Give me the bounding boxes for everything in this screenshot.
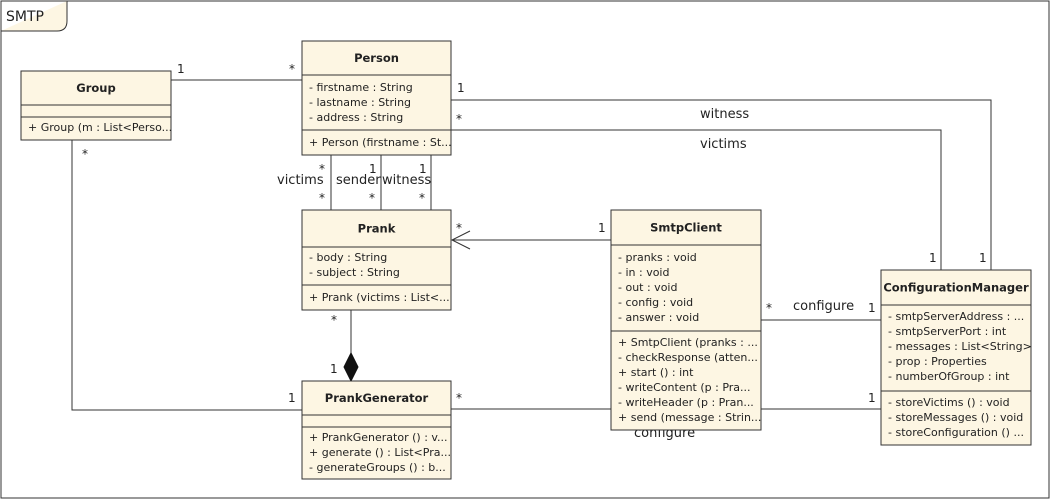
mult-victims-cm: 1 [929,251,937,265]
mult-prank-prankgen-prankgen: 1 [330,362,338,376]
class-configurationmanager-attribute: - prop : Properties [888,355,987,368]
class-prank-name: Prank [358,222,396,236]
assoc-person-victims-cm [451,129,942,270]
class-group[interactable]: Group + Group (m : List<Perso... [20,70,172,141]
class-smtpclient-operation: - writeHeader (p : Pran... [618,396,754,409]
class-prankgenerator-operation: + generate () : List<Pra... [309,446,451,459]
class-configurationmanager-attribute: - messages : List<String> [888,340,1032,353]
class-smtpclient-operation: - writeContent (p : Pra... [618,381,751,394]
class-configurationmanager-attribute: - smtpServerPort : int [888,325,1007,338]
class-smtpclient-operation: + SmtpClient (pranks : ... [618,336,758,349]
mult-prankgen-cm-cm: 1 [868,391,876,405]
frame-label: SMTP [6,9,44,25]
label-witness-prank: witness [382,173,431,188]
class-person-box [301,40,452,156]
mult-smtp-prank-prank: * [456,221,462,235]
mult-smtp-cm-smtp: * [766,301,772,315]
class-configurationmanager[interactable]: ConfigurationManager - smtpServerAddress … [880,269,1032,446]
mult-witness-cm: 1 [979,251,987,265]
class-boxes: Person - firstname : String - lastname : S… [20,40,1032,480]
class-prankgenerator-operation: + PrankGenerator () : v... [309,431,448,444]
class-prank-attribute: - body : String [309,251,387,264]
class-configurationmanager-operation: - storeConfiguration () ... [888,426,1024,439]
class-smtpclient-operation: + send (message : Strin... [618,411,761,424]
class-person-attribute: - firstname : String [309,81,413,94]
mult-sender-person: 1 [369,162,377,176]
mult-witness-person: 1 [457,81,465,95]
mult-group-person-group: 1 [177,62,185,76]
class-smtpclient-attribute: - out : void [618,281,677,294]
label-victims-cm: victims [700,137,747,152]
mult-prank-prankgen-prank: * [331,313,337,327]
class-configurationmanager-operation: - storeVictims () : void [888,396,1010,409]
mult-victims-person: * [456,112,462,126]
class-prank-attribute: - subject : String [309,266,400,279]
mult-witness-prank-person: 1 [419,162,427,176]
class-configurationmanager-attribute: - numberOfGroup : int [888,370,1010,383]
class-person-name: Person [354,51,399,65]
class-group-operation: + Group (m : List<Perso... [28,121,172,134]
class-smtpclient-attribute: - config : void [618,296,693,309]
class-prankgenerator-operation: - generateGroups () : b... [309,461,446,474]
class-smtpclient[interactable]: SmtpClient - pranks : void - in : void - ou… [610,209,762,431]
mult-smtp-cm-cm: 1 [868,301,876,315]
class-smtpclient-name: SmtpClient [650,221,722,235]
mult-group-prankgen-prankgen: 1 [288,391,296,405]
label-configure-smtp: configure [793,299,854,314]
assoc-group-prankgen [71,140,302,411]
class-smtpclient-operation: + start () : int [618,366,694,379]
label-witness-cm: witness [700,107,749,122]
mult-victims-prank-person: * [319,162,325,176]
class-configurationmanager-attribute: - smtpServerAddress : ... [888,310,1024,323]
mult-victims-prank-prank: * [319,191,325,205]
class-smtpclient-attribute: - answer : void [618,311,699,324]
class-configurationmanager-name: ConfigurationManager [883,281,1029,295]
class-smtpclient-attribute: - in : void [618,266,669,279]
class-group-name: Group [76,81,115,95]
label-sender-prank: sender [336,173,381,188]
mult-group-prankgen-group: * [82,147,88,161]
label-victims-prank: victims [277,173,324,188]
assoc-smtp-prank-arrowhead [450,230,471,250]
assoc-person-witness-cm [451,99,992,270]
mult-smtp-prank-smtp: 1 [598,221,606,235]
class-person[interactable]: Person - firstname : String - lastname : S… [301,40,452,156]
class-person-attribute: - lastname : String [309,96,411,109]
class-prankgenerator-box [301,380,452,480]
class-person-operation: + Person (firstname : St... [309,136,452,149]
class-prank[interactable]: Prank - body : String - subject : String + … [301,209,452,311]
association-lines [71,79,992,411]
mult-prankgen-cm-prankgen: * [456,391,462,405]
mult-witness-prank-prank: * [419,191,425,205]
class-configurationmanager-box [880,269,1032,446]
class-prankgenerator[interactable]: PrankGenerator + PrankGenerator () : v...… [301,380,452,480]
class-prank-box [301,209,452,311]
mult-group-person-person: * [289,62,295,76]
class-smtpclient-attribute: - pranks : void [618,251,697,264]
class-prank-operation: + Prank (victims : List<... [309,291,450,304]
class-prankgenerator-name: PrankGenerator [325,391,429,405]
frame-tab [1,1,68,32]
association-labels: 1 * * 1 1 witness 1 * victims 1 * victim… [82,62,987,441]
class-smtpclient-box [610,209,762,431]
class-configurationmanager-operation: - storeMessages () : void [888,411,1023,424]
mult-sender-prank: * [369,191,375,205]
class-person-attribute: - address : String [309,111,403,124]
class-smtpclient-operation: - checkResponse (atten... [618,351,758,364]
